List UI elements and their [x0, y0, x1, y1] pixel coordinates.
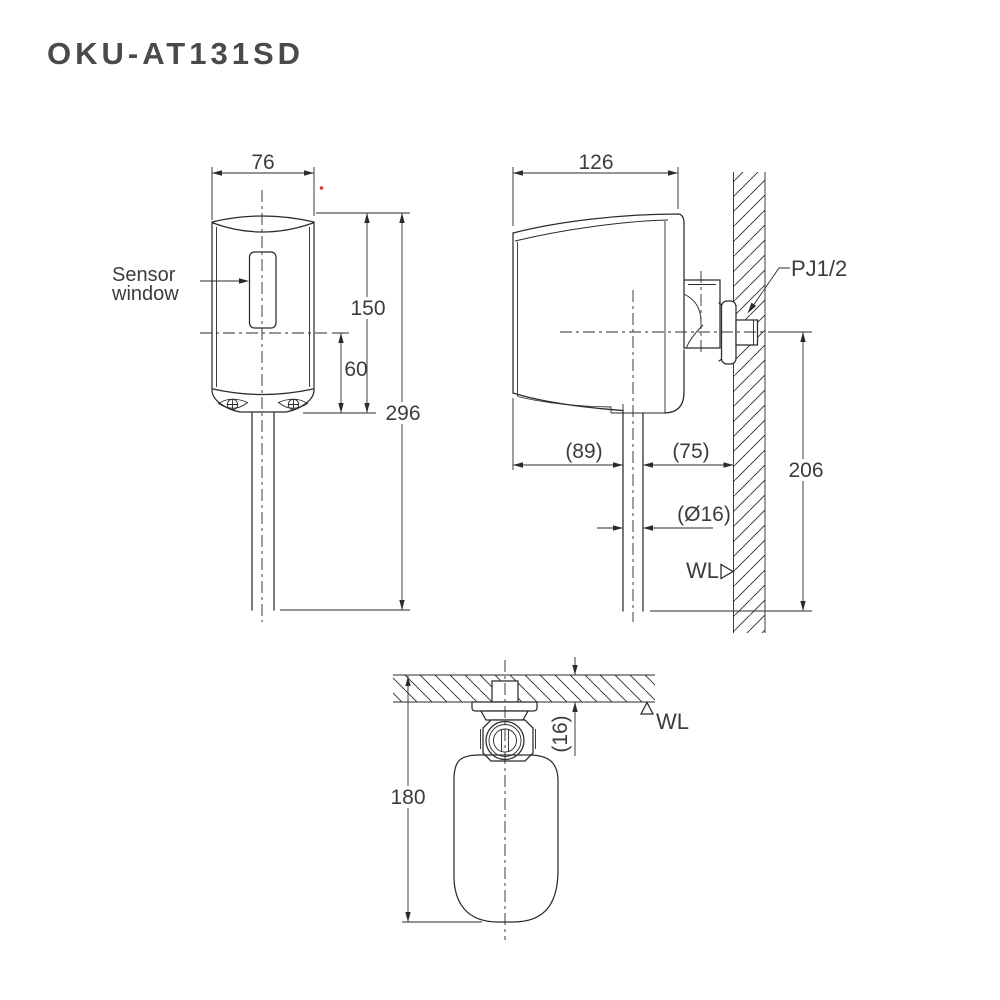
water-line-label-top: WL	[656, 709, 689, 734]
dim-line-89-75	[512, 398, 734, 470]
mounting-screws	[217, 398, 309, 411]
dim-text-body-projection: (89)	[565, 440, 602, 463]
wall-hatch-side	[733, 172, 765, 633]
side-view-drawing: 126 (89) (75) (Ø16) 206 PJ1/2 WL	[512, 151, 847, 633]
front-top-rim	[212, 222, 314, 233]
dim-text-height: 150	[350, 297, 385, 320]
front-bottom-rim	[212, 388, 314, 396]
dim-line-126	[512, 167, 679, 226]
red-mark	[319, 186, 324, 190]
escutcheon-flange	[720, 300, 737, 365]
sensor-label-line1: Sensor	[112, 264, 176, 286]
top-view-drawing: 180 (16) WL	[390, 657, 689, 940]
front-extension-lines	[211, 167, 410, 611]
dim-text-pipe-diameter: (Ø16)	[677, 503, 731, 526]
dim-text-projection: 180	[390, 786, 425, 809]
front-drain-pipe	[251, 412, 275, 611]
dim-text-depth: 126	[578, 151, 613, 174]
water-line-label-side: WL	[686, 558, 719, 583]
wall-hatch-top	[393, 675, 655, 702]
threaded-stub	[735, 319, 759, 346]
dim-text-inlet-height: 206	[788, 459, 823, 482]
front-view-drawing: 76 150 60 296 Sensor window	[111, 151, 422, 622]
inlet-valve-assembly	[683, 279, 759, 365]
dim-text-pipe-to-wall: (75)	[672, 440, 709, 463]
dim-text-total-height: 296	[385, 402, 420, 425]
thread-label: PJ1/2	[791, 256, 847, 281]
wall-edges-side	[733, 172, 766, 633]
sensor-label-line2: window	[111, 283, 179, 305]
side-drain-pipe	[622, 409, 644, 612]
dim-text-wall-thickness: (16)	[549, 715, 572, 752]
water-line-marker-side	[720, 563, 735, 580]
thread-leader-line	[750, 267, 790, 310]
escutcheon-cone-top	[479, 710, 530, 721]
side-body-outline	[512, 213, 685, 414]
top-body-outline	[453, 754, 559, 923]
screw-slot	[501, 729, 509, 752]
escutcheon-plate-top	[471, 701, 538, 712]
page-title: OKU-AT131SD	[47, 36, 304, 71]
dim-text-outlet-offset: 60	[344, 358, 367, 381]
sensor-window	[248, 251, 277, 329]
front-body-outline	[211, 215, 315, 413]
water-line-marker-top	[639, 701, 655, 715]
dim-text-width: 76	[251, 151, 274, 174]
valve-head-top	[480, 719, 536, 762]
front-side-inner-lines	[216, 227, 310, 387]
